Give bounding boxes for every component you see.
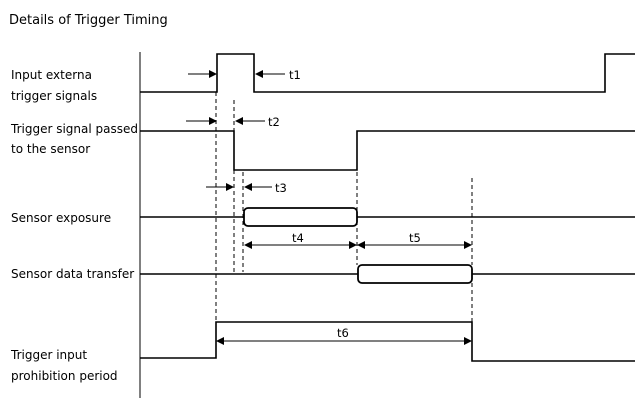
svg-text:t4: t4 (292, 231, 304, 245)
waveform-exposure (140, 207, 635, 227)
signal-label-transfer: Sensor data transfer (11, 267, 134, 281)
guide-lines (215, 92, 473, 322)
waveform-input (140, 53, 635, 93)
svg-text:Sensor data transfer: Sensor data transfer (11, 267, 134, 281)
diagram-title: Details of Trigger Timing (9, 13, 168, 28)
timing-t3: t3 (206, 181, 287, 195)
waveform-prohibition (140, 321, 635, 362)
svg-text:t6: t6 (337, 326, 349, 340)
svg-text:t1: t1 (289, 68, 301, 82)
svg-text:t5: t5 (409, 231, 421, 245)
waveform-transfer (140, 264, 635, 284)
svg-text:Trigger signal passed: Trigger signal passed (10, 122, 138, 136)
signal-label-input: Input externa trigger signals (11, 68, 97, 103)
signal-label-exposure: Sensor exposure (11, 211, 111, 225)
svg-text:Sensor exposure: Sensor exposure (11, 211, 111, 225)
waveform-passed (140, 130, 635, 171)
svg-text:Input externa: Input externa (11, 68, 92, 82)
signal-label-passed: Trigger signal passed to the sensor (10, 122, 138, 156)
svg-text:Trigger input: Trigger input (10, 348, 87, 362)
svg-text:t3: t3 (275, 181, 287, 195)
timing-t6: t6 (216, 326, 472, 345)
signal-label-prohibition: Trigger input prohibition period (10, 348, 118, 383)
svg-text:to the sensor: to the sensor (11, 142, 90, 156)
timing-t2: t2 (186, 115, 280, 129)
svg-text:t2: t2 (268, 115, 280, 129)
svg-text:prohibition period: prohibition period (11, 369, 118, 383)
timing-t4: t4 (244, 231, 357, 249)
timing-t1: t1 (188, 68, 301, 82)
timing-t5: t5 (357, 231, 472, 249)
svg-text:trigger signals: trigger signals (11, 89, 97, 103)
